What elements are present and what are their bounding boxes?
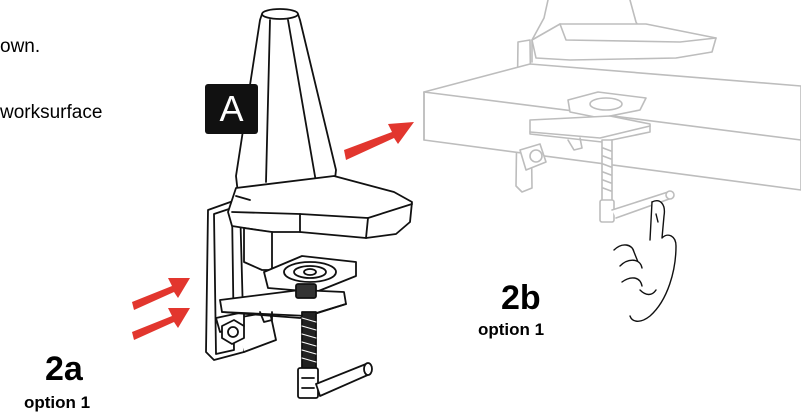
arrow-right-2a-bottom (132, 308, 190, 340)
arrow-right-2a-top (132, 278, 190, 310)
instruction-line-2: worksurface (0, 102, 103, 123)
step-2a-number: 2a (45, 350, 83, 388)
hand-icon (613, 200, 677, 322)
part-label-a-badge: A (205, 84, 258, 134)
step-2b-label: option 1 (478, 320, 545, 339)
arrow-right-upper (344, 122, 414, 160)
insert-arrows (132, 122, 414, 340)
mounted-clamp-faded (423, 0, 801, 223)
step-2a-label: option 1 (24, 393, 91, 412)
step-2b-number: 2b (501, 279, 541, 317)
instruction-line-1: own. (0, 36, 41, 57)
clamp-assembly (205, 8, 413, 399)
